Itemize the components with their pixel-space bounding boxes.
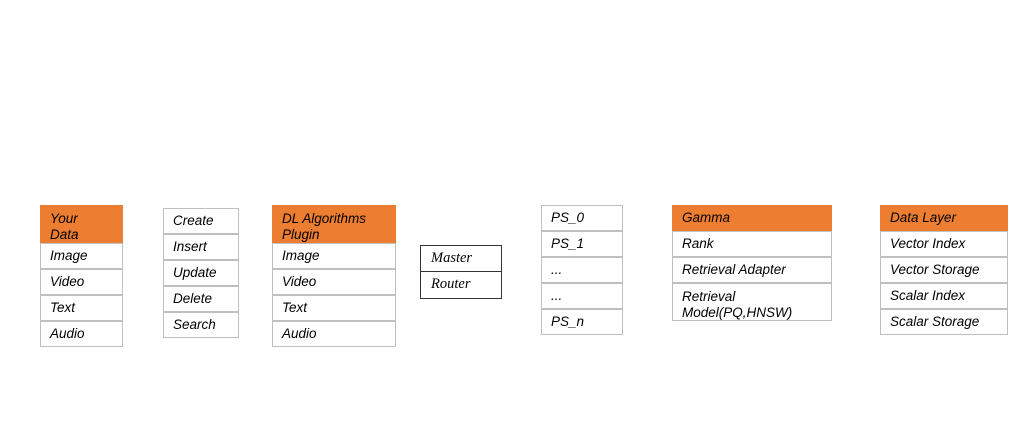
column-header-data-layer[interactable]: Data Layer	[880, 205, 1008, 231]
column-master-router: Master Router	[420, 245, 502, 299]
cell-ps-0[interactable]: PS_0	[541, 205, 623, 231]
cell-dl-plugin-image[interactable]: Image	[272, 243, 396, 269]
cell-data-layer-scalar-index[interactable]: Scalar Index	[880, 283, 1008, 309]
cell-operation-delete[interactable]: Delete	[163, 286, 239, 312]
column-header-gamma[interactable]: Gamma	[672, 205, 832, 231]
cell-dl-plugin-audio[interactable]: Audio	[272, 321, 396, 347]
cell-router[interactable]: Router	[421, 272, 501, 298]
cell-ps-ellipsis-1[interactable]: ...	[541, 257, 623, 283]
cell-your-data-audio[interactable]: Audio	[40, 321, 123, 347]
cell-data-layer-scalar-storage[interactable]: Scalar Storage	[880, 309, 1008, 335]
column-data-layer: Data Layer Vector Index Vector Storage S…	[880, 205, 1008, 335]
cell-operation-create[interactable]: Create	[163, 208, 239, 234]
cell-master[interactable]: Master	[421, 246, 501, 272]
column-your-data: Your Data Image Video Text Audio	[40, 205, 123, 347]
cell-your-data-image[interactable]: Image	[40, 243, 123, 269]
cell-data-layer-vector-storage[interactable]: Vector Storage	[880, 257, 1008, 283]
cell-dl-plugin-text[interactable]: Text	[272, 295, 396, 321]
cell-gamma-retrieval-adapter[interactable]: Retrieval Adapter	[672, 257, 832, 283]
cell-gamma-retrieval-model[interactable]: Retrieval Model(PQ,HNSW)	[672, 283, 832, 321]
column-parameter-servers: PS_0 PS_1 ... ... PS_n	[541, 205, 623, 335]
cell-data-layer-vector-index[interactable]: Vector Index	[880, 231, 1008, 257]
column-header-your-data[interactable]: Your Data	[40, 205, 123, 243]
cell-your-data-video[interactable]: Video	[40, 269, 123, 295]
cell-operation-update[interactable]: Update	[163, 260, 239, 286]
column-operations: Create Insert Update Delete Search	[163, 208, 239, 338]
cell-dl-plugin-video[interactable]: Video	[272, 269, 396, 295]
cell-gamma-rank[interactable]: Rank	[672, 231, 832, 257]
cell-your-data-text[interactable]: Text	[40, 295, 123, 321]
column-header-dl-algorithms-plugin[interactable]: DL Algorithms Plugin	[272, 205, 396, 243]
column-dl-algorithms-plugin: DL Algorithms Plugin Image Video Text Au…	[272, 205, 396, 347]
cell-operation-search[interactable]: Search	[163, 312, 239, 338]
cell-ps-ellipsis-2[interactable]: ...	[541, 283, 623, 309]
cell-ps-n[interactable]: PS_n	[541, 309, 623, 335]
cell-ps-1[interactable]: PS_1	[541, 231, 623, 257]
column-gamma: Gamma Rank Retrieval Adapter Retrieval M…	[672, 205, 832, 321]
cell-operation-insert[interactable]: Insert	[163, 234, 239, 260]
